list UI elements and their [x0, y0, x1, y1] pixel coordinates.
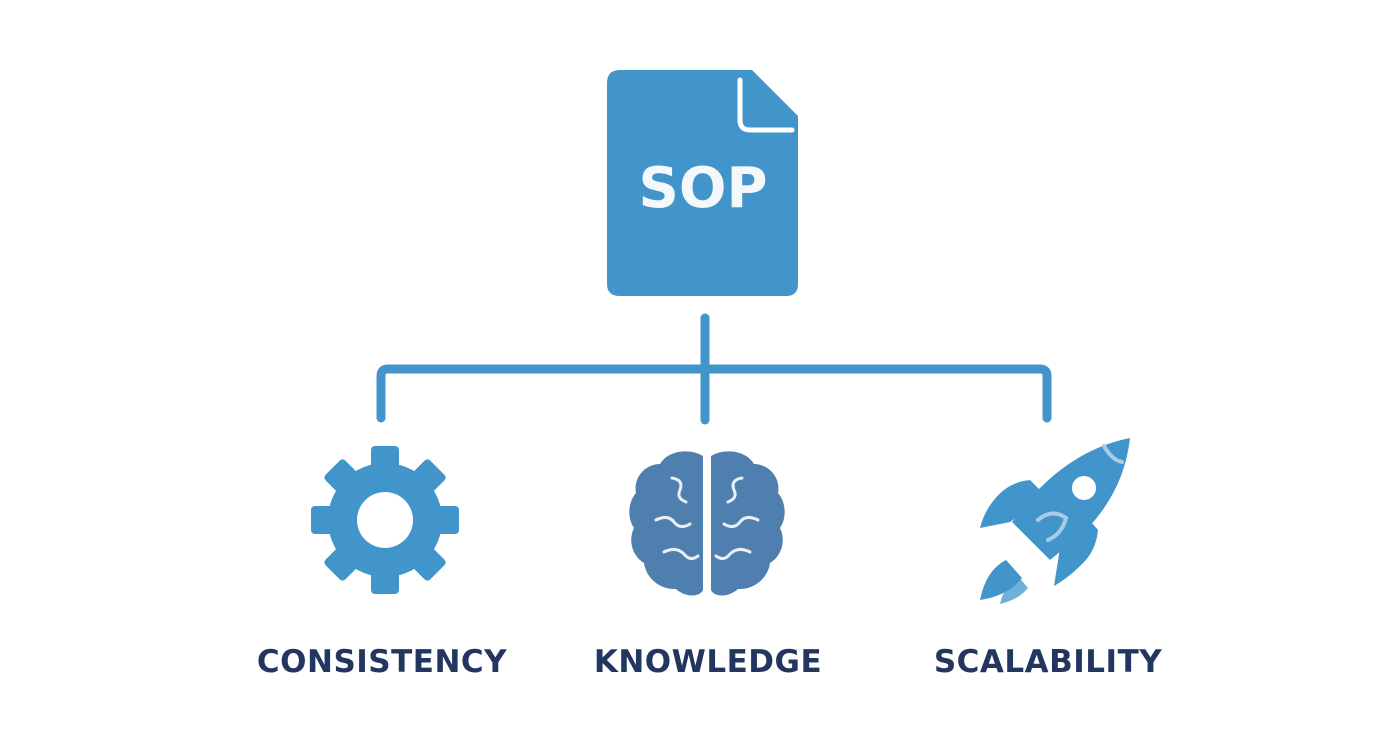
rocket-icon: [980, 438, 1130, 604]
pillar-label-knowledge: KNOWLEDGE: [593, 644, 823, 680]
root-label: SOP: [639, 156, 768, 221]
pillar-label-scalability: SCALABILITY: [933, 644, 1163, 680]
document-icon: SOP: [607, 70, 798, 296]
brain-icon: [629, 451, 785, 596]
connector-lines: [376, 313, 1052, 425]
pillar-label-consistency: CONSISTENCY: [256, 644, 508, 680]
gear-icon: [311, 446, 459, 594]
